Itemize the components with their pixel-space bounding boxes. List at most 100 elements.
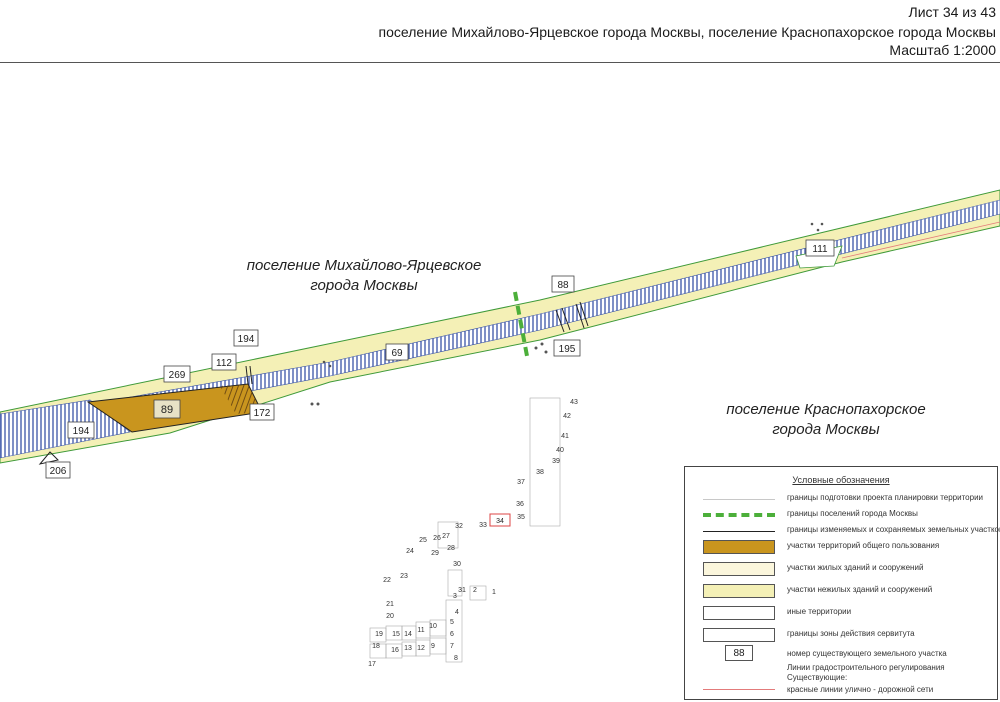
legend-text: участки жилых зданий и сооружений [787, 563, 924, 572]
label-box-172 [249, 403, 275, 421]
label-box-269 [163, 365, 191, 383]
legend-row-parcel-boundary: границы изменяемых и сохраняемых земельн… [685, 523, 1000, 541]
legend-row-planning-boundary: границы подготовки проекта планировки те… [685, 491, 997, 509]
small-lot-number: 35 [517, 514, 525, 521]
parcel-label-194-left: 194 [73, 426, 90, 437]
legend-text: границы зоны действия сервитута [787, 629, 915, 638]
sheet-number: Лист 34 из 43 [908, 4, 996, 20]
structure-markers [310, 222, 824, 406]
parcel-label-69: 69 [391, 348, 403, 359]
parcel-label-89: 89 [161, 404, 173, 416]
legend-row-public-area: участки территорий общего пользования [685, 539, 997, 557]
label-box-194-top [233, 329, 259, 347]
small-lot-number: 30 [453, 561, 461, 568]
small-lot-number: 27 [442, 533, 450, 540]
settlement-south-line2: города Москвы [772, 421, 879, 438]
parcel-194-hatched [0, 399, 131, 459]
settlements-title: поселение Михайлово-Ярцевское города Мос… [378, 24, 996, 40]
small-lot-number: 6 [450, 631, 454, 638]
legend-text: красные линии улично - дорожной сети [787, 685, 934, 694]
legend-text: участки нежилых зданий и сооружений [787, 585, 933, 594]
small-lot-number: 5 [450, 619, 454, 626]
label-box-112 [211, 353, 237, 371]
legend-symbol-settlement-boundary [703, 513, 775, 517]
small-lot-number: 3 [453, 593, 457, 600]
small-lot-number: 26 [433, 535, 441, 542]
small-lot-number: 23 [400, 573, 408, 580]
parcel-label-206: 206 [50, 466, 67, 477]
small-lot-number: 11 [417, 627, 424, 634]
small-lot-number: 38 [536, 469, 544, 476]
small-lot-number: 31 [458, 587, 466, 594]
parcel-label-88: 88 [557, 280, 569, 291]
legend-row-other-territory: иные территории [685, 605, 997, 623]
small-lot-number: 21 [386, 601, 394, 608]
small-lot-number: 9 [431, 643, 435, 650]
legend-text: участки территорий общего пользования [787, 541, 940, 550]
label-box-88 [551, 275, 575, 293]
legend-symbol-parcel-number: 88 [725, 645, 753, 661]
legend-title: Условные обозначения [792, 475, 890, 485]
settlement-south-line1: поселение Краснопахорское [726, 401, 925, 418]
legend-text: границы изменяемых и сохраняемых земельн… [787, 525, 1000, 534]
small-lot-number: 33 [479, 522, 487, 529]
small-lot-number: 22 [383, 577, 391, 584]
legend-row-nonresidential: участки нежилых зданий и сооружений [685, 583, 997, 601]
parcel-label-269: 269 [169, 370, 186, 381]
small-lot-number: 4 [455, 609, 459, 616]
settlement-north-line1: поселение Михайлово-Ярцевское [247, 257, 482, 274]
parcel-34-box [489, 513, 511, 527]
small-lot-number: 39 [552, 458, 560, 465]
legend-symbol-parcel-boundary [703, 531, 775, 532]
legend-symbol-residential [703, 562, 775, 576]
label-box-206 [45, 461, 71, 479]
legend-text: Линии градостроительного регулирования [787, 663, 945, 672]
small-lot-number: 2 [473, 587, 477, 594]
legend-text: иные территории [787, 607, 852, 616]
small-lot-number: 37 [517, 479, 525, 486]
settlement-boundary [513, 291, 529, 357]
map-legend: Условные обозначения границы подготовки … [684, 466, 1000, 701]
small-lot-number: 20 [386, 613, 394, 620]
label-box-111 [805, 239, 835, 257]
parcel-label-194-top: 194 [238, 334, 255, 345]
legend-symbol-servitude [703, 628, 775, 642]
small-lot-number: 43 [570, 399, 578, 406]
label-box-194-left [67, 421, 95, 439]
small-lot-number: 1 [492, 589, 496, 596]
label-box-69 [385, 343, 409, 361]
small-lot-number: 24 [406, 548, 414, 555]
parcel-label-111: 111 [812, 244, 828, 255]
legend-symbol-public-area [703, 540, 775, 554]
legend-row-regulation-lines: Линии градостроительного регулирования [685, 661, 997, 679]
legend-symbol-red-lines [703, 689, 775, 690]
small-lot-number: 12 [417, 645, 425, 652]
parcel-label-195: 195 [559, 344, 576, 355]
settlement-north-line2: города Москвы [310, 277, 417, 294]
small-lot-number: 10 [429, 623, 437, 630]
small-lot-number: 40 [556, 447, 564, 454]
legend-text: границы поселений города Москвы [787, 509, 918, 518]
legend-row-red-lines: красные линии улично - дорожной сети [685, 683, 997, 701]
parcel-label-112: 112 [216, 358, 232, 369]
small-lot-number: 16 [391, 647, 399, 654]
small-lot-number: 13 [404, 645, 412, 652]
legend-text: номер существующего земельного участка [787, 649, 947, 658]
legend-row-servitude: границы зоны действия сервитута [685, 627, 997, 645]
label-box-195 [553, 339, 581, 357]
sheet-header: Лист 34 из 43 поселение Михайлово-Ярцевс… [0, 0, 1000, 63]
small-lot-number: 18 [372, 643, 380, 650]
small-lots-cluster [369, 397, 561, 663]
small-lot-number: 29 [431, 550, 439, 557]
legend-symbol-planning-boundary [703, 499, 775, 500]
legend-row-existing: Существующие: [685, 671, 997, 689]
legend-symbol-nonresidential [703, 584, 775, 598]
small-lot-number: 8 [454, 655, 458, 662]
small-lot-number: 32 [455, 523, 463, 530]
legend-row-settlement-boundary: границы поселений города Москвы [685, 507, 997, 525]
small-lot-number: 15 [392, 631, 400, 638]
small-lot-number: 7 [450, 643, 454, 650]
parcel-boundaries [38, 301, 589, 465]
